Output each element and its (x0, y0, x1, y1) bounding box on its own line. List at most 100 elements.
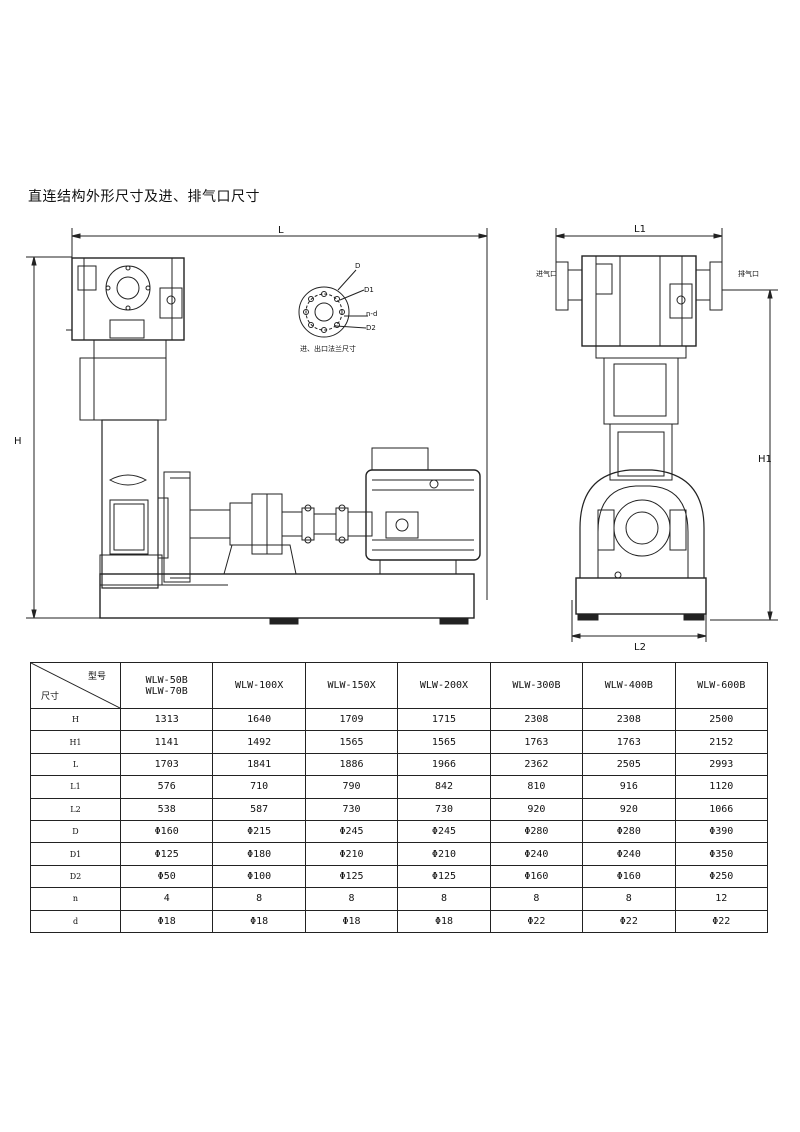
side-view: L1 H1 L2 进气口 排气口 (536, 224, 778, 653)
technical-drawing: L H (14, 224, 778, 653)
table-cell: Φ125 (304, 864, 399, 889)
table-cell: Φ50 (119, 864, 214, 889)
table-corner-cell: 型号 尺寸 (30, 662, 121, 709)
table-cell: 1841 (212, 752, 306, 777)
table-cell: 2500 (674, 707, 769, 732)
flange-label-nd: n-d (366, 310, 377, 318)
corner-model-label: 型号 (87, 672, 106, 682)
front-view: L H (14, 225, 488, 625)
table-cell: 1565 (304, 730, 399, 754)
table-cell: Φ245 (397, 819, 491, 844)
table-cell: 4 (119, 887, 214, 911)
table-cell: Φ22 (489, 909, 584, 934)
table-cell: 1565 (397, 730, 491, 754)
table-cell: 2152 (674, 730, 769, 754)
table-cell: Φ250 (674, 864, 769, 889)
table-cell: Φ210 (397, 842, 491, 866)
table-cell: 1120 (674, 775, 769, 799)
table-cell: 8 (212, 887, 306, 911)
model-header: WLW-300B (489, 662, 584, 709)
flange-label-D1: D1 (364, 286, 374, 294)
table-cell: 576 (119, 775, 214, 799)
table-cell: 8 (304, 887, 399, 911)
table-cell: 2362 (489, 752, 584, 777)
table-cell: 2993 (674, 752, 769, 777)
table-cell: 730 (304, 797, 399, 821)
drawing-caption: 直连结构外形尺寸及进、排气口尺寸 (28, 189, 260, 205)
row-label: d (30, 909, 121, 934)
table-cell: 1966 (397, 752, 491, 777)
table-cell: Φ240 (489, 842, 584, 866)
model-header: WLW-400B (582, 662, 676, 709)
table-cell: 1492 (212, 730, 306, 754)
table-cell: Φ180 (212, 842, 306, 866)
row-label: n (30, 887, 121, 911)
dim-L2: L2 (634, 642, 646, 653)
table-cell: 1709 (304, 707, 399, 732)
table-cell: 8 (489, 887, 584, 911)
table-cell: 1141 (119, 730, 214, 754)
table-cell: 1715 (397, 707, 491, 732)
table-cell: Φ18 (119, 909, 214, 934)
table-cell: 1763 (582, 730, 676, 754)
flange-label-D: D (355, 262, 360, 270)
row-label: D1 (30, 842, 121, 866)
table-cell: Φ280 (489, 819, 584, 844)
table-cell: Φ125 (119, 842, 214, 866)
row-label: D (30, 819, 121, 844)
table-cell: 2308 (489, 707, 584, 732)
table-cell: 1640 (212, 707, 306, 732)
table-cell: Φ125 (397, 864, 491, 889)
table-cell: Φ240 (582, 842, 676, 866)
table-cell: 2308 (582, 707, 676, 732)
model-header: WLW-200X (397, 662, 491, 709)
table-cell: 842 (397, 775, 491, 799)
dim-L1: L1 (634, 224, 646, 235)
table-cell: 1313 (119, 707, 214, 732)
flange-label-D2: D2 (366, 324, 376, 332)
dim-H: H (14, 436, 22, 447)
table-cell: 1763 (489, 730, 584, 754)
table-cell: Φ18 (304, 909, 399, 934)
model-header: WLW-100X (212, 662, 306, 709)
model-header: WLW-150X (304, 662, 399, 709)
table-cell: 790 (304, 775, 399, 799)
table-cell: 8 (582, 887, 676, 911)
table-cell: 1703 (119, 752, 214, 777)
model-header: WLW-600B (674, 662, 769, 709)
inlet-label: 进气口 (536, 269, 557, 278)
row-label: L1 (30, 775, 121, 799)
table-cell: 810 (489, 775, 584, 799)
table-cell: 587 (212, 797, 306, 821)
row-label: L2 (30, 797, 121, 821)
table-cell: 1066 (674, 797, 769, 821)
table-cell: Φ390 (674, 819, 769, 844)
table-cell: 12 (674, 887, 769, 911)
dim-H1: H1 (758, 454, 772, 465)
outlet-label: 排气口 (738, 269, 759, 278)
table-cell: Φ160 (582, 864, 676, 889)
table-cell: Φ215 (212, 819, 306, 844)
table-cell: 8 (397, 887, 491, 911)
table-cell: 920 (489, 797, 584, 821)
table-cell: Φ22 (674, 909, 769, 934)
table-cell: 2505 (582, 752, 676, 777)
table-cell: Φ245 (304, 819, 399, 844)
table-cell: 1886 (304, 752, 399, 777)
table-cell: Φ350 (674, 842, 769, 866)
table-cell: Φ22 (582, 909, 676, 934)
table-cell: 710 (212, 775, 306, 799)
